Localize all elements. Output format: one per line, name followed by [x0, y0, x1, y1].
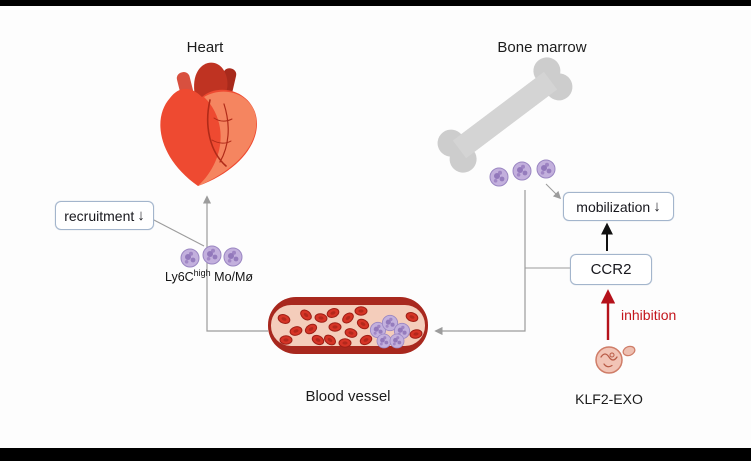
klf2-exo-icon — [595, 345, 636, 374]
line-recruitment-to-pathway — [151, 218, 205, 247]
arrow-vessel-to-heart — [202, 195, 268, 332]
arrow-bone-to-vessel — [434, 190, 526, 336]
inhibition-label: inhibition — [621, 307, 677, 323]
ly6c-base: Ly6C — [164, 270, 194, 285]
recruitment-down-arrow-icon: ↓ — [137, 207, 145, 224]
heart-label: Heart — [186, 39, 224, 56]
mobilization-down-arrow-icon: ↓ — [653, 198, 661, 215]
mobilization-box-label: mobilization — [576, 198, 651, 215]
ly6c-superscript: high — [193, 268, 211, 278]
blood-vessel-label: Blood vessel — [305, 388, 391, 405]
mobilization-box: mobilization↓ — [563, 192, 674, 221]
recruitment-box: recruitment↓ — [55, 201, 154, 230]
ly6c-suffix: Mo/Mø — [210, 270, 254, 285]
top-black-bar — [0, 0, 751, 6]
ly6c-mo-label: Ly6Chigh Mo/Mø — [165, 268, 253, 284]
line-cells-to-mobilization — [545, 183, 562, 200]
heart-illustration — [160, 62, 257, 186]
connector-lines — [151, 183, 616, 340]
blood-vessel-illustration — [268, 297, 428, 354]
bone-marrow-monocytes — [489, 159, 556, 187]
klf2-exo-label: KLF2-EXO — [575, 391, 643, 407]
ly6c-monocytes — [180, 245, 243, 268]
ccr2-box: CCR2 — [570, 254, 652, 285]
ccr2-box-label: CCR2 — [590, 261, 632, 278]
bone-marrow-label: Bone marrow — [497, 39, 587, 56]
bone-icon — [437, 57, 573, 173]
recruitment-box-label: recruitment — [64, 207, 135, 224]
bottom-black-bar — [0, 448, 751, 461]
